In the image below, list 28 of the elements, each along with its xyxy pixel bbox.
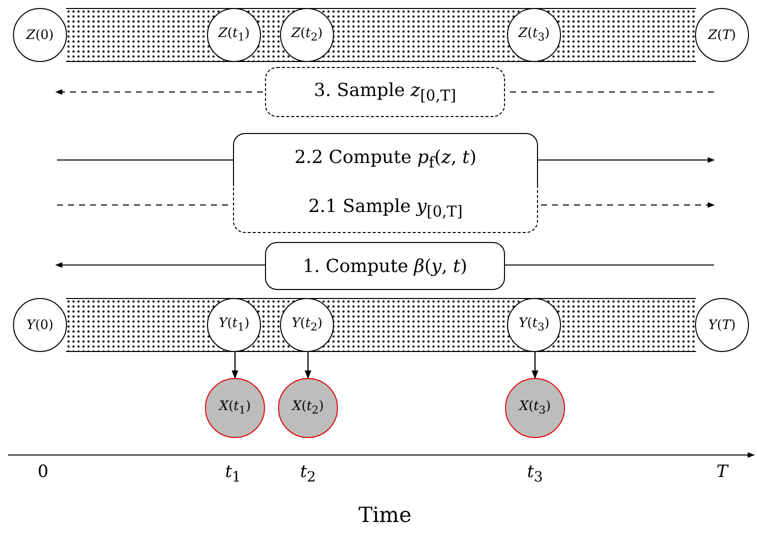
state-circle: Z(t$_{3}$) <box>507 8 561 62</box>
arrow <box>232 352 238 379</box>
state-circle: Z(0) <box>13 8 67 62</box>
step-box: 3. Sample z$_{[0,T]}$ <box>265 67 505 117</box>
observation-circle: X(t$_{3}$) <box>505 378 565 438</box>
state-circle: Y(t$_{3}$) <box>507 298 561 352</box>
tick-label: t$_{1}$ <box>225 462 241 486</box>
tick-label: t$_{3}$ <box>527 462 543 486</box>
dotted-band <box>66 8 696 62</box>
state-circle: Y(t$_{2}$) <box>280 298 334 352</box>
observation-circle: X(t$_{1}$) <box>205 378 265 438</box>
state-circle: Z(T) <box>695 8 749 62</box>
axis-title: Time <box>358 503 412 527</box>
state-circle: Z(t$_{2}$) <box>280 8 334 62</box>
arrow <box>304 352 312 379</box>
step-box: 2.2 Compute p$_{f}$(z, t) <box>233 133 538 185</box>
state-circle: Y(0) <box>13 298 67 352</box>
state-circle: Y(t$_{1}$) <box>207 298 261 352</box>
state-circle: Y(T) <box>695 298 749 352</box>
step-box: 1. Compute β(y, t) <box>265 242 505 290</box>
observation-circle: X(t$_{2}$) <box>278 378 338 438</box>
tick-label: T <box>716 462 728 482</box>
dotted-band <box>66 298 696 352</box>
state-circle: Z(t$_{1}$) <box>207 8 261 62</box>
tick-label: 0 <box>38 462 48 482</box>
tick-label: t$_{2}$ <box>300 462 316 486</box>
step-box: 2.1 Sample y$_{[0,T]}$ <box>233 185 538 233</box>
arrow <box>532 352 538 379</box>
